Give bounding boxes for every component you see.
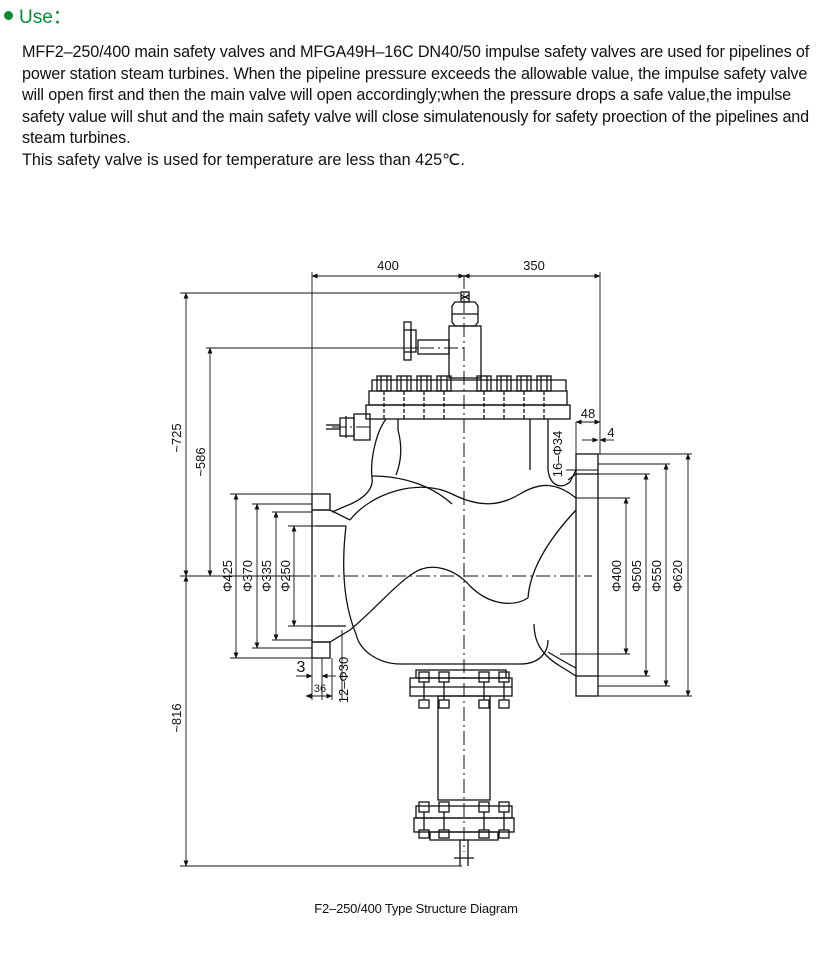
bolt-nut-icon bbox=[536, 375, 552, 419]
dim-inlet-gap: 3 bbox=[297, 659, 306, 676]
lower-assembly bbox=[409, 669, 515, 866]
dim-top-left: 400 bbox=[377, 258, 399, 273]
bolt-icon bbox=[418, 801, 430, 839]
bolt-nut-icon bbox=[496, 375, 512, 419]
bolt-nut-icon bbox=[516, 375, 532, 419]
dim-top-right: 350 bbox=[523, 258, 545, 273]
dim-inlet-flange: 36 bbox=[314, 683, 326, 695]
dim-inlet-d4: Φ250 bbox=[278, 560, 293, 592]
bullet-icon bbox=[4, 10, 13, 20]
description-paragraph-1: MFF2–250/400 main safety valves and MFGA… bbox=[22, 43, 810, 148]
dim-flange-thickness: 48 bbox=[581, 406, 595, 421]
dim-bolt-holes-outlet: 16–Φ34 bbox=[550, 431, 565, 478]
use-heading: Use： bbox=[4, 2, 72, 28]
bolt-icon bbox=[418, 671, 430, 709]
centerlines bbox=[296, 275, 592, 852]
bolt-nut-icon bbox=[376, 375, 392, 419]
bolt-icon bbox=[478, 671, 490, 709]
bolt-nut-icon bbox=[436, 375, 452, 419]
dim-outlet-d1: Φ400 bbox=[609, 560, 624, 592]
top-actuator bbox=[403, 291, 482, 379]
dim-inlet-d3: Φ335 bbox=[259, 560, 274, 592]
dim-upper-to-outlet: ~586 bbox=[193, 447, 208, 476]
dim-overall-lower: ~816 bbox=[169, 703, 184, 732]
use-title: Use： bbox=[19, 6, 72, 28]
dim-inlet-d1: Φ425 bbox=[220, 560, 235, 592]
bolt-nut-icon bbox=[416, 375, 432, 419]
bolt-nut-icon bbox=[396, 375, 412, 419]
bolt-icon bbox=[498, 671, 510, 709]
description: MFF2–250/400 main safety valves and MFGA… bbox=[22, 42, 828, 172]
dim-outlet-d4: Φ620 bbox=[670, 560, 685, 592]
dim-overall-upper: ~725 bbox=[169, 423, 184, 452]
bolt-icon bbox=[478, 801, 490, 839]
side-fitting bbox=[326, 413, 371, 441]
dim-bolt-holes-inlet: 12–Φ30 bbox=[336, 657, 351, 704]
bolt-icon bbox=[498, 801, 510, 839]
bolt-icon bbox=[438, 671, 450, 709]
bonnet-flange bbox=[365, 379, 571, 420]
dim-outlet-d2: Φ505 bbox=[629, 560, 644, 592]
dimension-labels: 400 350 ~725 ~586 ~816 48 4 16–Φ34 Φ425 … bbox=[169, 258, 685, 733]
dim-outlet-d3: Φ550 bbox=[649, 560, 664, 592]
bolt-nut-icon bbox=[476, 375, 492, 419]
dimension-lines bbox=[180, 272, 692, 867]
description-paragraph-2: This safety valve is used for temperatur… bbox=[22, 150, 465, 169]
dim-inlet-d2: Φ370 bbox=[240, 560, 255, 592]
bottom-flange-bolts bbox=[418, 671, 510, 839]
bonnet-bolts bbox=[376, 375, 552, 419]
diagram-caption: F2–250/400 Type Structure Diagram bbox=[314, 901, 518, 916]
valve-body bbox=[311, 418, 599, 697]
bolt-icon bbox=[438, 801, 450, 839]
dim-gap: 4 bbox=[607, 425, 614, 440]
